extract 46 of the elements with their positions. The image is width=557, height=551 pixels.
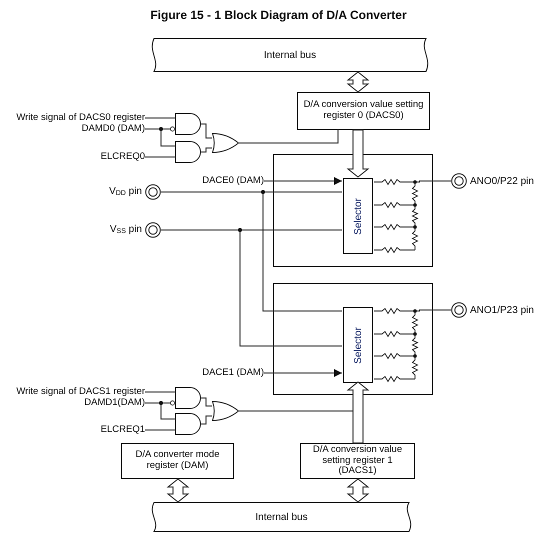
and-gate — [175, 413, 201, 435]
signal-label: ELCREQ1 — [80, 424, 145, 436]
arrow — [264, 369, 342, 377]
pin-label: ANO0/P22 pin — [470, 176, 534, 186]
arrow — [264, 177, 342, 185]
signal-line — [418, 180, 452, 182]
and-gate — [175, 387, 201, 409]
signal-label: Write signal of DACS0 register — [0, 112, 145, 124]
register-box: D/A converter mode register (DAM) — [121, 443, 234, 479]
pin-label: V$_{SS}$ pin — [110, 224, 142, 236]
block-outline — [273, 154, 433, 267]
signal-label: DAMD1(DAM) — [60, 397, 145, 409]
signal-label: ELCREQ0 — [80, 151, 145, 163]
bus-arrow — [346, 478, 370, 503]
signal-label: DAMD0 (DAM) — [60, 123, 145, 135]
selector-box: Selector — [343, 307, 373, 383]
bus-arrow — [346, 381, 370, 444]
signal-line — [144, 128, 176, 146]
signal-line — [200, 124, 212, 138]
signal-line — [200, 148, 212, 152]
signal-line — [160, 192, 342, 312]
resistor-ladder-drawing — [374, 307, 420, 383]
and-gate — [175, 141, 201, 163]
register-box: D/A conversion value setting register 1 (DACS1) — [300, 443, 415, 479]
selector-box: Selector — [343, 178, 373, 254]
or-gate — [212, 133, 239, 153]
bus-arrow — [166, 478, 190, 503]
bus-arrow — [346, 130, 370, 178]
signal-label: DACE1 (DAM) — [190, 367, 264, 379]
bus-arrow — [346, 71, 370, 93]
signal-line — [160, 230, 342, 346]
signal-line — [238, 130, 338, 144]
signal-line — [238, 410, 354, 412]
register-box: D/A conversion value setting register 0 (DACS0) — [297, 92, 430, 130]
signal-label: DACE0 (DAM) — [190, 175, 264, 187]
pin-label: V$_{DD}$ pin — [109, 186, 142, 198]
signal-line — [144, 156, 176, 158]
diagram-title: Figure 15 - 1 Block Diagram of D/A Converter — [149, 8, 408, 22]
signal-line — [200, 398, 212, 406]
pin-label: ANO1/P23 pin — [470, 304, 534, 316]
or-gate — [212, 401, 239, 421]
resistor-ladder-drawing — [374, 178, 420, 254]
signal-line — [200, 416, 212, 424]
and-gate — [175, 113, 201, 135]
signal-label: Write signal of DACS1 register — [0, 386, 145, 398]
block-outline — [273, 283, 433, 395]
